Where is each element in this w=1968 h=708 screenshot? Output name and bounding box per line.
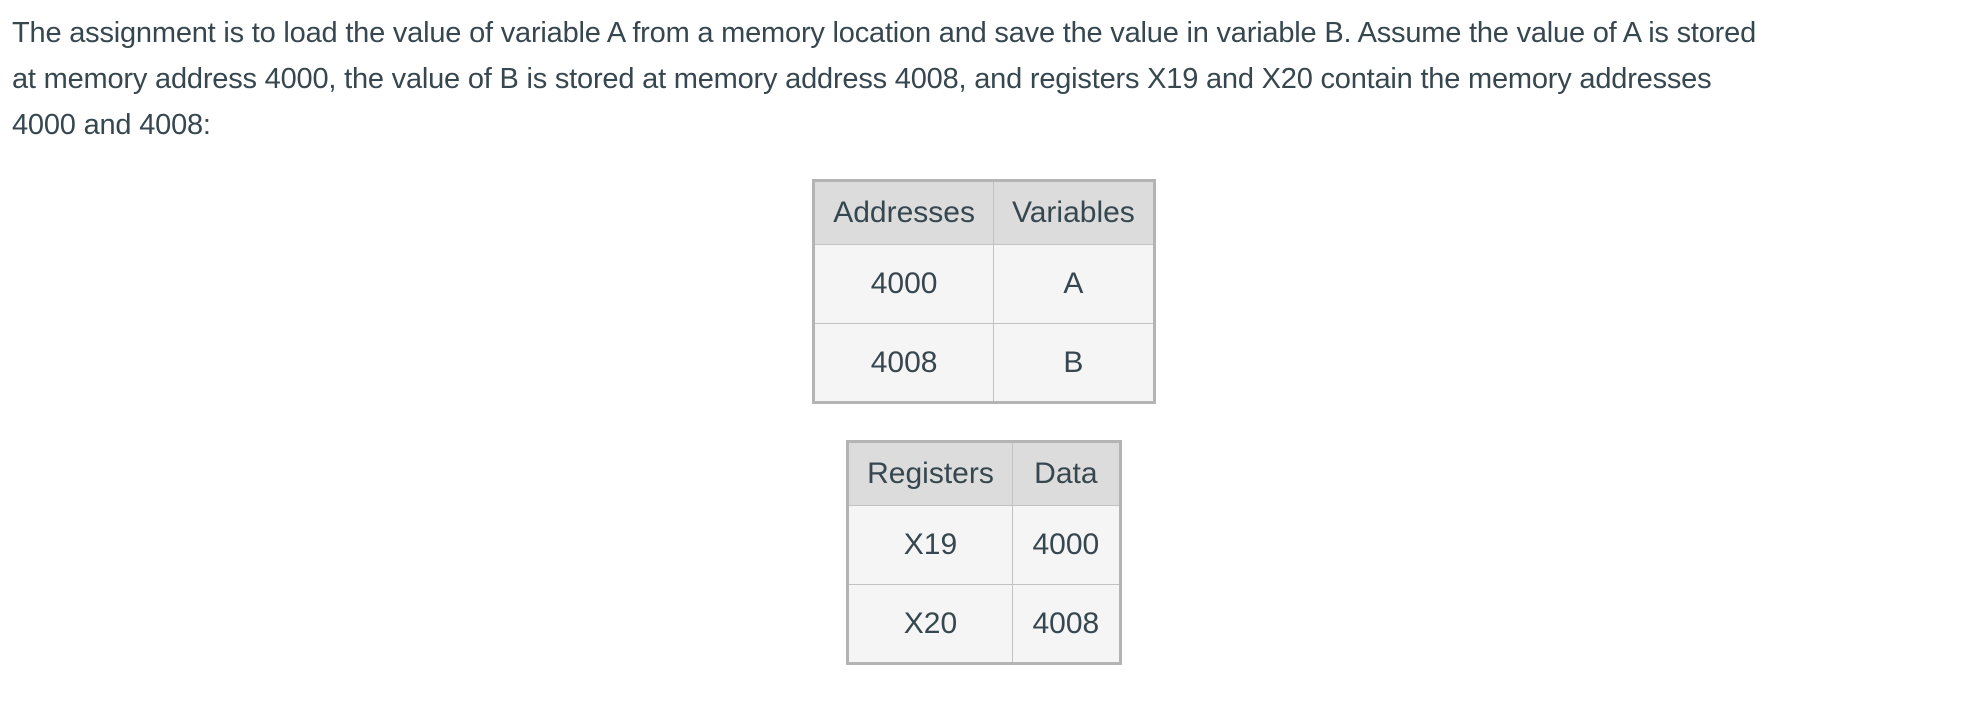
addresses-variables-table: Addresses Variables 4000 A 4008 B: [812, 179, 1156, 404]
variable-cell: A: [992, 244, 1155, 324]
prompt-line-2: at memory address 4000, the value of B i…: [12, 63, 1712, 95]
table-row: 4008 B: [813, 323, 1155, 403]
data-cell: 4000: [1011, 505, 1121, 585]
table-row: X19 4000: [847, 505, 1121, 585]
tables-area: Addresses Variables 4000 A 4008 B Regist…: [0, 179, 1968, 665]
data-column-header: Data: [1011, 441, 1121, 506]
address-cell: 4000: [813, 244, 994, 324]
register-cell: X19: [847, 505, 1013, 585]
registers-table-header-row: Registers Data: [847, 441, 1121, 506]
prompt-line-1: The assignment is to load the value of v…: [12, 17, 1756, 49]
table-row: 4000 A: [813, 244, 1155, 324]
assignment-prompt: The assignment is to load the value of v…: [0, 0, 1968, 148]
table-row: X20 4008: [847, 584, 1121, 664]
registers-data-table: Registers Data X19 4000 X20 4008: [846, 440, 1122, 665]
registers-column-header: Registers: [847, 441, 1013, 506]
prompt-line-3: 4000 and 4008:: [12, 109, 211, 141]
address-cell: 4008: [813, 323, 994, 403]
register-cell: X20: [847, 584, 1013, 664]
addresses-table-header-row: Addresses Variables: [813, 180, 1155, 245]
data-cell: 4008: [1011, 584, 1121, 664]
addresses-column-header: Addresses: [813, 180, 994, 245]
variable-cell: B: [992, 323, 1155, 403]
variables-column-header: Variables: [992, 180, 1155, 245]
